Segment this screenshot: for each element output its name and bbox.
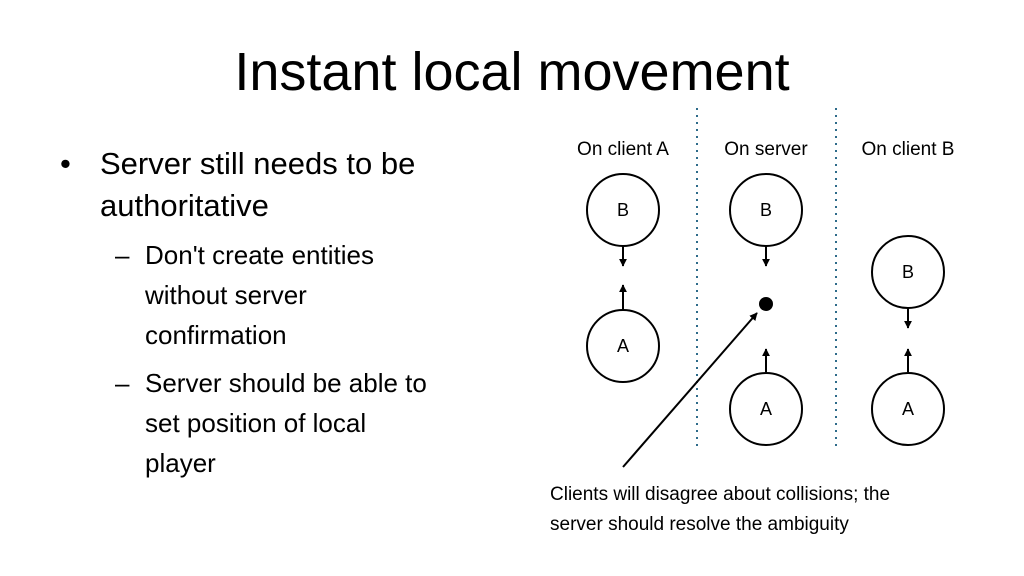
sub-bullet-marker: –: [115, 240, 130, 270]
caption-line: server should resolve the ambiguity: [550, 514, 849, 535]
entity-label: A: [617, 336, 629, 356]
slide-title: Instant local movement: [234, 42, 790, 102]
sub-bullet-line: Don't create entities: [145, 240, 374, 270]
sub-bullet-line: Server should be able to: [145, 368, 427, 398]
column-label-client-b: On client B: [862, 139, 955, 160]
sub-bullet-item: – Server should be able to set position …: [60, 363, 500, 483]
collision-point: [759, 297, 773, 311]
bullet-line: Server still needs to be: [100, 146, 416, 181]
bullet-line: authoritative: [100, 188, 269, 223]
sub-bullet-item: – Don't create entities without server c…: [60, 235, 500, 355]
callout-arrow: [622, 312, 758, 468]
entity-label: B: [760, 200, 772, 220]
entity-label: A: [760, 399, 772, 419]
caption-line: Clients will disagree about collisions; …: [550, 484, 891, 505]
entity-label: B: [617, 200, 629, 220]
sub-bullet-line: without server: [145, 280, 307, 310]
entity-label: B: [902, 262, 914, 282]
sub-bullet-line: set position of local: [145, 408, 367, 438]
column-label-server: On server: [724, 139, 808, 160]
column-label-client-a: On client A: [577, 139, 669, 160]
entity-circle: [729, 372, 803, 446]
bullet-list: • Server still needs to be authoritative…: [60, 143, 500, 483]
sub-bullet-marker: –: [115, 368, 130, 398]
bullet-item: • Server still needs to be authoritative: [60, 143, 500, 227]
bullet-marker: •: [60, 146, 71, 181]
entity-circle: [871, 372, 945, 446]
sub-bullet-line: player: [145, 448, 216, 478]
diagram-caption: Clients will disagree about collisions; …: [550, 480, 1020, 540]
entity-label: A: [902, 399, 914, 419]
sub-bullet-line: confirmation: [145, 320, 287, 350]
